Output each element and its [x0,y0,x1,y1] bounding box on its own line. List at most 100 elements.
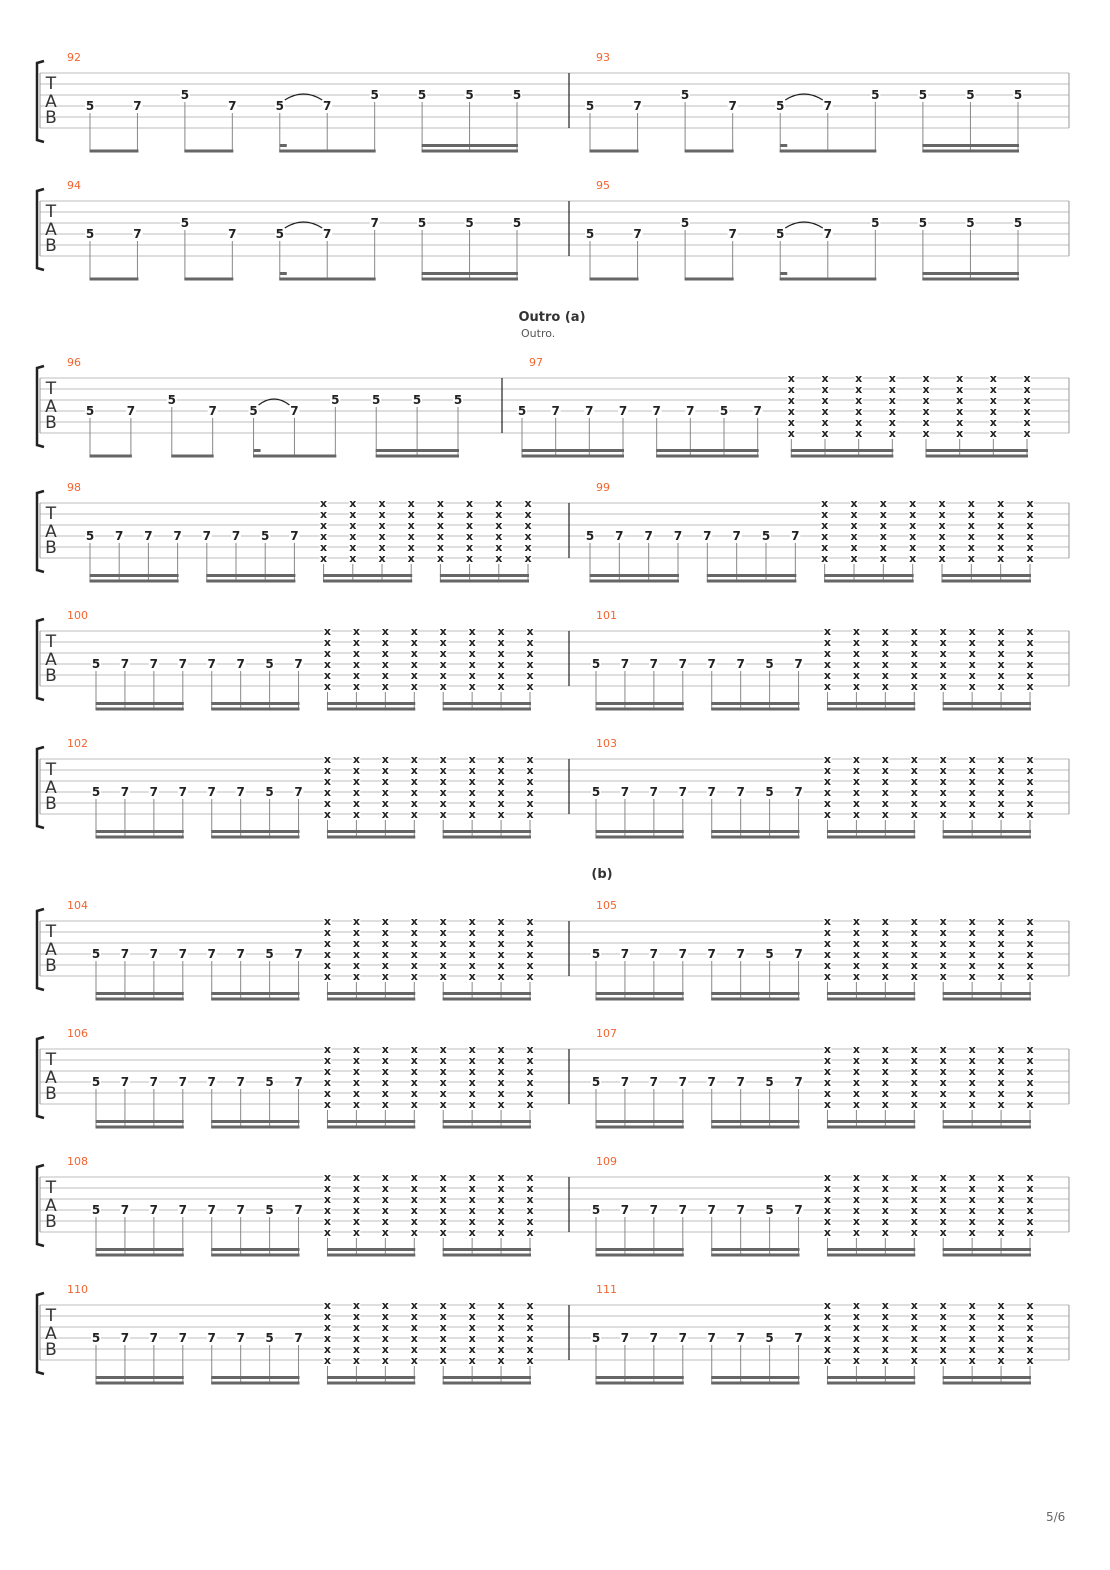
muted-note: x [411,1043,418,1056]
note-mask [1026,659,1034,668]
fret-number: 5 [276,99,284,113]
note-mask [852,1205,861,1214]
muted-note: x [922,383,929,396]
tab-clef-letter: T [45,504,57,524]
note-mask [381,809,390,818]
note-mask [468,1311,477,1320]
note-mask [591,1204,601,1215]
beam [442,835,531,839]
fret-number: 7 [294,785,302,799]
fret-number: 7 [621,785,629,799]
note-mask [323,809,332,818]
note-mask [967,542,976,551]
fret-number: 5 [465,88,473,102]
note-mask [1026,681,1034,690]
fret-number: 7 [679,1203,687,1217]
measure-number: 92 [67,51,81,64]
muted-note: x [940,636,947,649]
muted-note: x [526,647,533,660]
muted-note: x [324,1193,331,1206]
tab-clef-letter: B [45,1340,57,1360]
beam [211,1381,300,1385]
note-mask [410,809,419,818]
note-mask [497,1300,506,1309]
beam-secondary [942,702,1031,705]
note-mask [968,1066,977,1075]
beam [326,707,416,711]
note-mask [381,1194,390,1203]
note-mask [85,100,95,111]
note-mask [207,405,218,416]
muted-note: x [353,1343,360,1356]
muted-note: x [968,508,975,521]
muted-note: x [788,372,795,385]
note-mask [939,798,948,807]
muted-note: x [498,1354,505,1367]
note-mask [881,1322,890,1331]
muted-note: x [353,1098,360,1111]
beam [442,1125,531,1129]
beam [589,149,639,153]
note-mask [706,1076,717,1087]
note-mask [1026,1333,1034,1342]
muted-note: x [526,915,533,928]
note-mask [468,798,477,807]
fret-number: 7 [236,947,244,961]
muted-note: x [821,372,828,385]
note-mask [677,786,688,797]
note-mask [348,498,357,507]
note-mask [764,1076,775,1087]
muted-note: x [922,394,929,407]
muted-note: x [498,926,505,939]
note-mask [381,1044,390,1053]
muted-note: x [824,1204,831,1217]
muted-note: x [353,1065,360,1078]
note-mask [323,1216,332,1225]
note-mask [293,948,304,959]
note-mask [823,1066,832,1075]
muted-note: x [469,647,476,660]
muted-note: x [940,1299,947,1312]
muted-note: x [824,1171,831,1184]
fret-number: 7 [732,529,740,543]
note-mask [939,1344,948,1353]
muted-note: x [998,1204,1005,1217]
beam-secondary [95,1248,184,1251]
muted-note: x [498,1043,505,1056]
note-mask [264,1204,275,1215]
muted-note: x [440,1193,447,1206]
note-mask [997,681,1006,690]
note-mask [910,916,919,925]
note-mask [468,1355,477,1364]
note-mask [439,1077,448,1086]
muted-note: x [437,541,444,554]
note-mask [381,916,390,925]
fret-number: 7 [236,785,244,799]
note-mask [468,1183,477,1192]
beam [442,707,531,711]
muted-note: x [526,797,533,810]
note-mask [439,648,448,657]
muted-note: x [440,937,447,950]
muted-note: x [353,753,360,766]
muted-note: x [382,1171,389,1184]
beam [826,707,916,711]
note-mask [910,1088,919,1097]
muted-note: x [940,959,947,972]
muted-note: x [382,1204,389,1217]
note-mask [319,498,328,507]
note-mask [497,1055,506,1064]
muted-note: x [940,915,947,928]
muted-note: x [353,625,360,638]
muted-note: x [882,764,889,777]
beam-secondary [95,702,184,705]
note-mask [1026,1216,1034,1225]
note-mask [323,1194,332,1203]
fret-number: 7 [179,1203,187,1217]
note-mask [820,520,829,529]
note-mask [917,89,928,100]
beam-secondary [595,1376,684,1379]
note-mask [968,1099,977,1108]
muted-note: x [824,926,831,939]
